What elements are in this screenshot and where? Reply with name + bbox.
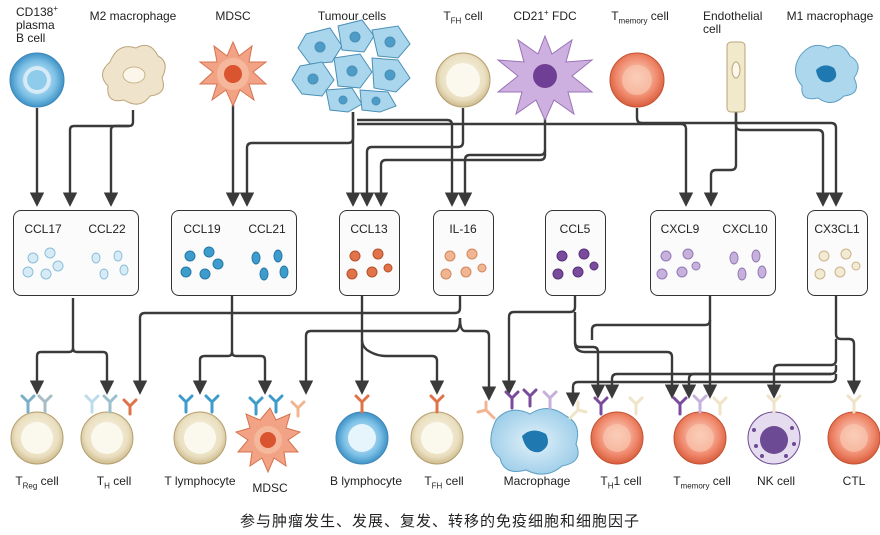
t-lymphocyte-label: T lymphocyte [164,474,236,488]
plasma-b-cell-label: CD138+ plasma B cell [16,4,59,45]
mdsc-target-label: MDSC [252,481,288,495]
ccl17-dots [22,247,64,280]
tmemory-target-cell [672,394,728,465]
endothelial-cell [726,41,746,113]
il16-label: IL-16 [449,222,477,236]
b-lymphocyte-cell [335,394,389,465]
b-lymphocyte-label: B lymphocyte [329,474,403,488]
tmemory-source-label: Tmemory cell [611,9,669,26]
mdsc-target-cell [234,394,306,474]
ctl-label: CTL [842,474,866,488]
th-label: TH cell [96,474,132,491]
cx3cl1-dots [814,248,861,280]
m1-macrophage-cell [795,44,859,103]
tfh-source-cell [435,52,491,108]
cx3cl1-to-nk [766,339,838,399]
tfh-source-label: TFH cell [443,9,483,26]
mdsc-source-label: MDSC [215,9,251,23]
nk-cell-label: NK cell [756,474,796,488]
tumour-cells-cluster [291,19,411,113]
il16-to-macrophage [458,317,497,401]
fdc-label: CD21+ FDC [513,8,577,23]
th1-label: TH1 cell [600,474,642,491]
ccl19-label: CCL19 [183,222,221,236]
t-lymphocyte-cell [173,394,227,465]
treg-label: TReg cell [15,474,59,491]
ccl5-label: CCL5 [559,222,591,236]
tfh-to-ccl13 [359,108,465,207]
plasma-b-cell [9,52,65,108]
figure-caption: 参与肿瘤发生、发展、复发、转移的免疫细胞和细胞因子 [239,512,640,530]
tmemory-target-label: Tmemory cell [673,474,731,491]
tumour-cells-label: Tumour cells [317,9,387,23]
th1-cell [590,396,644,465]
fdc-cell [496,34,594,122]
ccl5-to-macrophage [501,296,577,395]
ccl21-label: CCL21 [248,222,286,236]
cx3cl1-to-macrophage [565,374,838,407]
box-cx3cl1 [807,210,868,296]
tfh-target-cell [410,394,464,465]
endothelial-to-cxcl10 [734,112,831,207]
ccl17-label: CCL17 [24,222,62,236]
box-il16 [433,210,494,296]
connector-lines [29,105,862,407]
ccl13-dots [346,248,393,280]
ccl17-to-th [71,347,115,395]
ctl-cell [827,394,880,465]
il16-to-th [132,296,462,395]
tfh-target-label: TFH cell [424,474,464,491]
macrophage-target-cell [476,388,588,475]
m2-to-ccl22-b [103,124,129,207]
ccl22-dots [91,250,129,280]
cxcl10-label: CXCL10 [722,222,768,236]
mdsc-cell [198,40,268,108]
ccl5-to-tmemory [573,341,680,399]
ccl21-dots [251,249,289,281]
endothelial-label: Endothelial cell [703,9,763,36]
cxcl9-label: CXCL9 [660,222,700,236]
cxcl10-dots [729,249,767,281]
th-cell [80,394,138,465]
tmemory-source-cell [609,52,665,108]
treg-cell [10,394,64,465]
m2-to-ccl17-ccl22 [62,110,135,207]
cx3cl1-to-tmemory [681,372,831,399]
fdc-to-ccl13 [373,108,547,207]
ccl13-label: CCL13 [350,222,388,236]
m2-macrophage-cell [102,44,166,105]
box-ccl13 [339,210,400,296]
cx3cl1-label: CX3CL1 [814,222,860,236]
il16-dots [440,248,487,280]
cx3cl1-to-ctl [834,296,862,395]
cxcl9-dots [656,248,701,280]
ccl13-to-tfh [360,339,445,395]
box-ccl5 [545,210,606,296]
cxcl-to-macrophage [590,319,712,340]
macrophage-label: Macrophage [503,474,571,488]
ccl19-dots [180,246,224,280]
nk-cell [747,394,801,465]
ccl19-to-mdsc [230,351,273,395]
m1-macrophage-label: M1 macrophage [786,9,874,23]
ccl5-dots [552,248,599,280]
m2-macrophage-label: M2 macrophage [89,9,177,23]
ccl22-label: CCL22 [88,222,126,236]
endothelial-to-cxcl9 [703,112,738,207]
fdc-to-il16 [457,149,547,207]
